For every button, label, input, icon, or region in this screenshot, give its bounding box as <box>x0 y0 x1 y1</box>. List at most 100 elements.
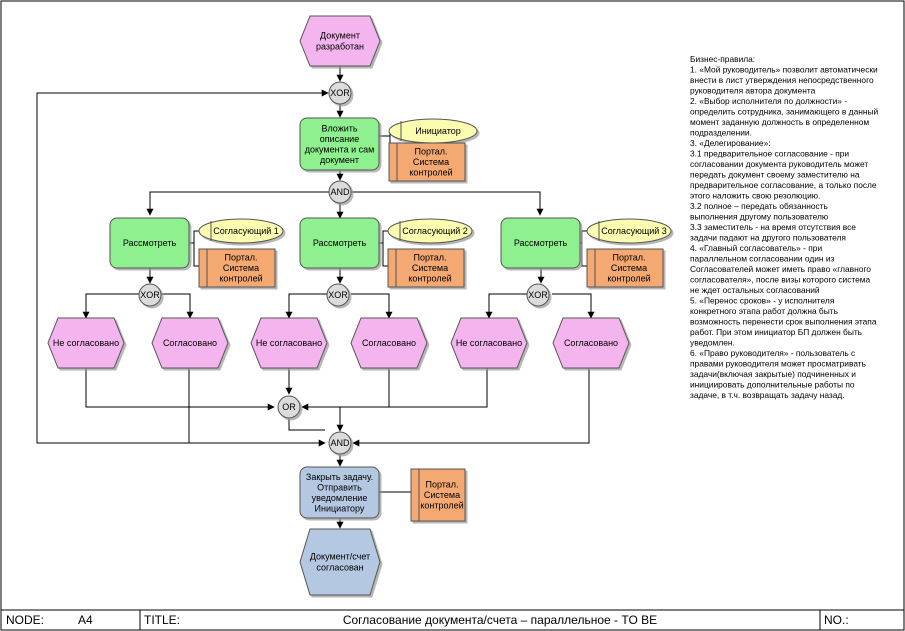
rule-line: 1. «Мой руководитель» позволит автоматич… <box>690 65 878 75</box>
role-approver-1: Согласующий 1 <box>198 218 284 244</box>
gate-and-split: AND <box>328 180 352 204</box>
gate-or: OR <box>277 395 301 419</box>
rule-line: руководителя автора документа <box>690 86 816 96</box>
gate-label: OR <box>282 402 296 412</box>
event-approved-1: Согласовано <box>151 317 229 369</box>
system-label: контролей <box>607 274 650 284</box>
event-rejected-2: Не согласовано <box>250 317 328 369</box>
event-label: Не согласовано <box>53 338 119 348</box>
event-label: Документ/счет <box>310 552 370 562</box>
role-label: Согласующий 2 <box>402 226 468 236</box>
system-label: контролей <box>420 501 463 511</box>
event-label: разработан <box>316 42 364 52</box>
footer-node-value: A4 <box>78 613 93 627</box>
gate-xor-1: XOR <box>138 283 162 307</box>
footer-no-label: NO.: <box>824 613 849 627</box>
role-label: Согласующий 1 <box>213 226 279 236</box>
connectors <box>36 66 595 529</box>
gate-label: AND <box>330 187 350 197</box>
function-label: Рассмотреть <box>123 238 177 248</box>
event-approved-2: Согласовано <box>350 317 428 369</box>
rule-line: 3.2 полное – передать обязанность <box>690 201 829 211</box>
function-label: Закрыть задачу. <box>306 472 373 482</box>
rule-line: выполнения другому пользователю <box>690 212 828 222</box>
gate-xor-top: XOR <box>328 81 352 105</box>
system-label: Портал. <box>425 480 458 490</box>
rule-line: правами руководителя может просматривать <box>690 359 867 369</box>
footer-title-label: TITLE: <box>144 613 180 627</box>
rule-line: не ждет остальных согласований <box>690 285 820 295</box>
rule-line: момент заданную должность в определенном <box>690 117 869 127</box>
footer-bar: NODE: A4 TITLE: Согласование документа/с… <box>0 609 905 631</box>
event-label: согласован <box>316 563 363 573</box>
event-label: Документ <box>320 31 360 41</box>
system-label: Система <box>413 157 449 167</box>
rule-line: подразделении. <box>690 128 752 138</box>
function-label: Рассмотреть <box>313 238 367 248</box>
system-label: Система <box>412 263 448 273</box>
rule-line: 2. «Выбор исполнителя по должности» - <box>690 96 847 106</box>
rule-line: параллельном согласовании один из <box>690 254 835 264</box>
role-approver-3: Согласующий 3 <box>586 218 672 244</box>
system-label: Портал. <box>413 253 446 263</box>
function-label: Инициатору <box>315 503 365 513</box>
rule-line: предварительное согласование, а только п… <box>690 180 877 190</box>
event-approved-3: Согласовано <box>552 317 630 369</box>
system-label: Система <box>424 490 460 500</box>
rule-line: 6. «Право руководителя» - пользователь с <box>690 348 855 358</box>
rule-line: 3. «Делегирование»: <box>690 138 771 148</box>
gate-label: XOR <box>328 290 348 300</box>
gate-label: XOR <box>140 290 160 300</box>
function-label: документа и сам <box>305 144 375 154</box>
event-rejected-1: Не согласовано <box>47 317 125 369</box>
function-label: Рассмотреть <box>514 238 568 248</box>
rule-line: определить сотрудника, занимающего в дан… <box>690 107 878 117</box>
gate-label: AND <box>330 438 350 448</box>
function-label: документ <box>320 155 359 165</box>
rule-line: задаче, в т.ч. возвращать задачу назад. <box>690 390 845 400</box>
function-label: уведомление <box>312 493 368 503</box>
rule-line: Бизнес-правила: <box>690 54 755 64</box>
function-review-3: Рассмотреть <box>500 217 581 269</box>
system-label: Система <box>611 263 647 273</box>
system-label: Портал. <box>414 147 447 157</box>
system-label: Портал. <box>224 253 257 263</box>
rule-line: согласователя», после визы которого сист… <box>690 275 871 285</box>
function-label: описание <box>320 134 359 144</box>
event-rejected-3: Не согласовано <box>450 317 528 369</box>
function-review-2: Рассмотреть <box>299 217 380 269</box>
footer-title-value: Согласование документа/счета – параллель… <box>343 613 657 627</box>
gate-label: XOR <box>330 88 350 98</box>
event-label: Не согласовано <box>456 338 522 348</box>
rule-line: передать документ своему заместителю на <box>690 170 860 180</box>
function-label: Вложить <box>321 123 357 133</box>
rule-line: конкретного этапа работ должна быть <box>690 306 839 316</box>
gate-label: XOR <box>528 290 548 300</box>
nodes: ДокументразработанXORВложитьописаниедоку… <box>47 15 672 596</box>
function-close-task: Закрыть задачу.ОтправитьуведомлениеИници… <box>299 466 380 519</box>
role-label: Инициатор <box>415 126 461 136</box>
role-initiator: Инициатор <box>388 118 478 144</box>
gate-xor-2: XOR <box>326 283 350 307</box>
rule-line: согласовании документа руководитель може… <box>690 159 868 169</box>
role-approver-2: Согласующий 2 <box>387 218 473 244</box>
rule-line: уведомлен. <box>690 338 735 348</box>
rule-line: 3.1 предварительное согласование - при <box>690 149 849 159</box>
system-label: контролей <box>408 274 451 284</box>
rule-line: инициировать дополнительные работы по <box>690 380 855 390</box>
event-label: Согласовано <box>163 338 217 348</box>
system-label: контролей <box>409 168 452 178</box>
rule-line: задачи(включая закрытые) подчиненных и <box>690 369 856 379</box>
rule-line: 3.3 заместитель - на время отсутствия вс… <box>690 222 856 232</box>
rule-line: Согласователей может иметь право «главно… <box>690 264 871 274</box>
rule-line: этого наложить свою резолюцию. <box>690 191 820 201</box>
rule-line: 4. «Главный согласователь» - при <box>690 243 822 253</box>
